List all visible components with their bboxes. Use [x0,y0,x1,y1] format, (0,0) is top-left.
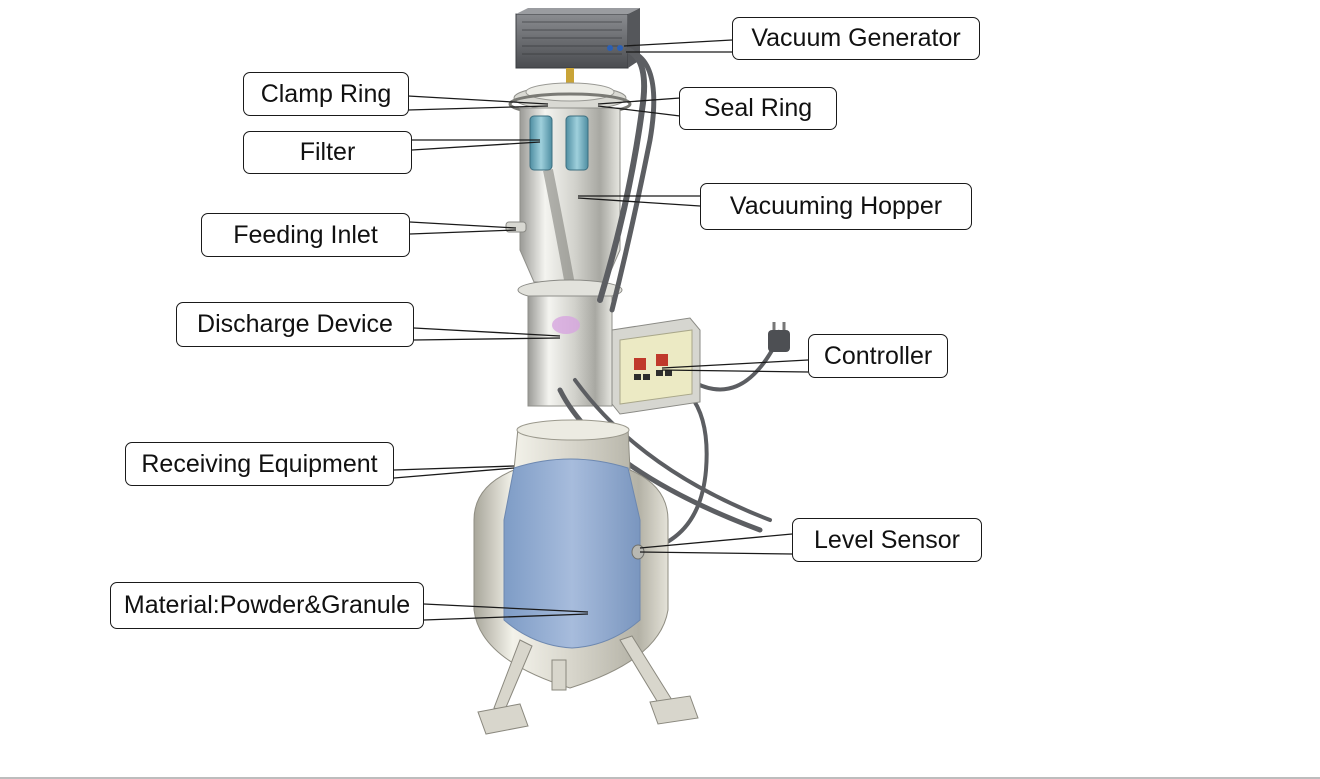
leader-level-sensor [639,533,793,549]
leader-hopper-2 [577,197,701,207]
leader-vacuum-generator [623,39,733,47]
label-filter: Filter [243,131,412,174]
leader-filter-2 [411,141,541,151]
leader-receiving [393,465,515,471]
receiving-tank [473,419,669,689]
leader-feeding-inlet [409,221,517,229]
leader-clamp-ring [407,95,549,105]
machine-illustration [473,8,790,735]
tank-legs [477,635,699,735]
vacuum-generator-unit [515,8,640,84]
leader-discharge-2 [413,337,561,341]
leader-clamp-ring-2 [407,105,549,111]
power-plug [768,322,790,352]
label-receiving-equipment: Receiving Equipment [125,442,394,486]
leader-lines [393,39,809,621]
discharge-section [517,279,623,407]
label-feeding-inlet: Feeding Inlet [201,213,410,257]
bottom-divider [0,777,1320,779]
label-clamp-ring: Clamp Ring [243,72,409,116]
leader-controller [661,359,809,369]
leader-material-2 [423,613,589,621]
leader-material [423,603,589,613]
label-level-sensor: Level Sensor [792,518,982,562]
label-seal-ring: Seal Ring [679,87,837,130]
controller-box [611,317,701,415]
leader-controller-2 [661,369,809,373]
leader-seal-ring-2 [597,105,681,117]
leader-level-sensor-2 [639,551,793,555]
label-discharge-device: Discharge Device [176,302,414,347]
label-vacuum-generator: Vacuum Generator [732,17,980,60]
label-vacuuming-hopper: Vacuuming Hopper [700,183,972,230]
label-material: Material:Powder&Granule [110,582,424,629]
leader-seal-ring [597,97,681,105]
leader-feeding-inlet-2 [409,229,517,235]
hopper-body [505,107,621,286]
leader-discharge [413,327,561,337]
leader-receiving-2 [393,467,515,479]
label-controller: Controller [808,334,948,378]
